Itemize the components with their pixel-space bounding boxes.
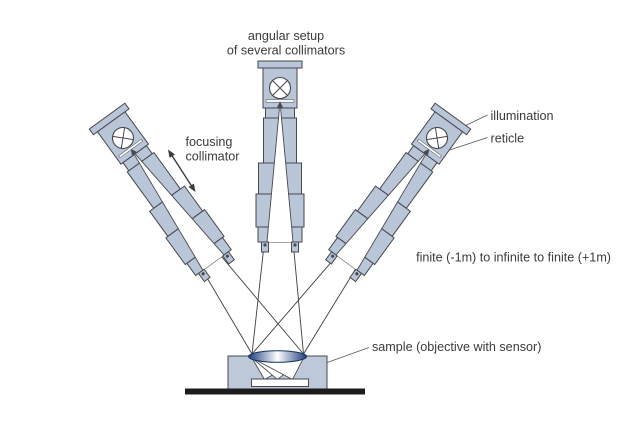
sample-label: sample (objective with sensor) bbox=[372, 340, 541, 354]
objective-lens bbox=[248, 350, 307, 363]
sample-assembly bbox=[185, 350, 365, 395]
reticle-label: reticle bbox=[491, 132, 525, 146]
diagram-title-line2: of several collimators bbox=[227, 44, 345, 58]
illumination-label: illumination bbox=[491, 109, 554, 123]
focusing-collimator-label-line2: collimator bbox=[186, 150, 240, 164]
collimator-left bbox=[87, 101, 240, 286]
focus-range-label: finite (-1m) to infinite to finite (+1m) bbox=[416, 251, 611, 265]
focus-travel-arrow bbox=[168, 149, 196, 192]
sensor-plate bbox=[251, 378, 309, 387]
ground-bar bbox=[185, 388, 365, 395]
collimator-center bbox=[255, 60, 305, 253]
arrowhead-down-icon bbox=[188, 183, 196, 192]
arrowhead-up-icon bbox=[168, 149, 175, 158]
diagram-title-line1: angular setup bbox=[248, 29, 324, 43]
focusing-collimator-label-line1: focusing bbox=[186, 135, 233, 149]
